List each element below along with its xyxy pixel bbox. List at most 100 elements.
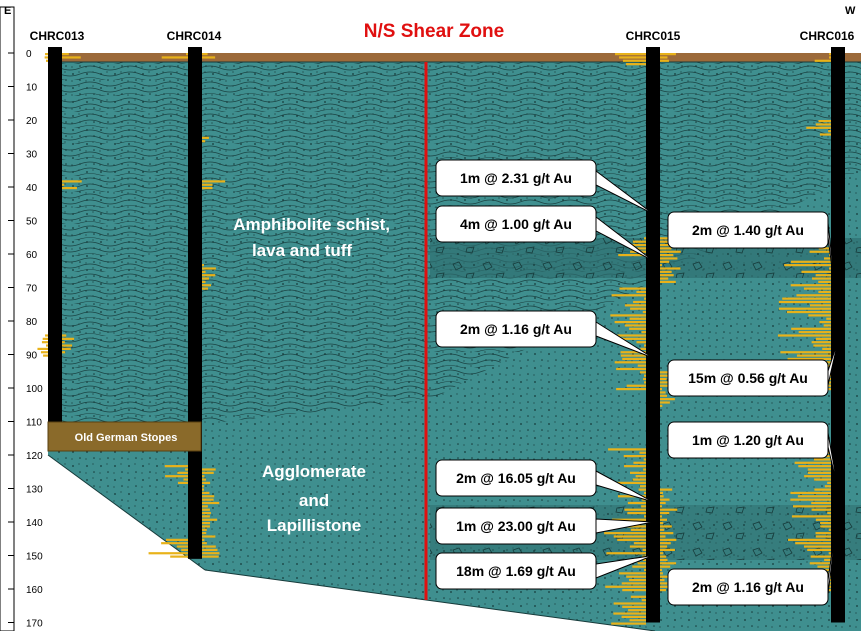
assay-bar — [819, 321, 831, 324]
assay-bar — [798, 331, 831, 334]
intercept-callout: 1m @ 1.20 g/t Au — [667, 421, 839, 489]
assay-bar — [815, 274, 831, 277]
assay-bar — [660, 264, 662, 267]
assay-bar — [629, 471, 646, 474]
assay-bar — [623, 455, 646, 458]
assay-bar — [807, 468, 831, 471]
assay-bar — [660, 589, 666, 592]
assay-bar — [202, 542, 207, 545]
assay-bar — [202, 478, 207, 481]
assay-bar — [202, 505, 208, 508]
assay-bar — [202, 545, 216, 548]
assay-bar — [613, 337, 646, 340]
assay-bar — [148, 552, 188, 555]
assay-bar — [202, 481, 211, 484]
assay-bar — [611, 622, 646, 625]
assay-bar — [202, 187, 213, 190]
assay-bar — [636, 341, 646, 344]
assay-bar — [624, 465, 646, 468]
assay-bar — [787, 357, 831, 361]
assay-bar — [632, 565, 646, 568]
assay-bar — [622, 59, 646, 62]
assay-bar — [819, 133, 831, 136]
assay-bar — [41, 341, 48, 344]
assay-bar — [791, 515, 831, 518]
assay-bar — [619, 287, 646, 290]
assay-bar — [807, 471, 831, 474]
assay-bar — [790, 260, 831, 263]
assay-bar — [633, 300, 646, 304]
intercept-callout: 2m @ 16.05 g/t Au — [435, 459, 654, 503]
depth-tick-label: 0 — [26, 49, 32, 60]
assay-bar — [202, 56, 216, 59]
depth-tick-label: 160 — [26, 585, 43, 596]
depth-tick-label: 90 — [26, 351, 38, 362]
assay-bar — [629, 327, 646, 330]
assay-bar — [660, 247, 672, 250]
assay-bar — [43, 354, 48, 357]
assay-bar — [633, 461, 646, 464]
assay-bar — [636, 290, 646, 294]
assay-bar — [46, 59, 48, 62]
assay-bar — [202, 287, 209, 290]
assay-bar — [818, 280, 831, 283]
assay-bar — [643, 458, 646, 461]
assay-bar — [62, 334, 67, 337]
agglomerate-label-2: and — [299, 491, 329, 510]
intercept-text: 15m @ 0.56 g/t Au — [688, 370, 808, 386]
assay-bar — [794, 461, 831, 464]
drillhole-chrc014 — [188, 47, 202, 559]
assay-bar — [630, 595, 646, 598]
assay-bar — [635, 475, 646, 478]
assay-bar — [202, 511, 211, 515]
amphibolite-label: Amphibolite schist, lava and tuff — [233, 215, 395, 260]
assay-bar — [640, 347, 646, 350]
callout-box — [435, 159, 597, 197]
assay-bar — [644, 515, 646, 518]
assay-bar — [638, 488, 646, 491]
assay-bar — [812, 277, 831, 280]
assay-bar — [618, 254, 646, 257]
assay-bar — [44, 56, 48, 59]
assay-bar — [804, 475, 831, 478]
assay-bar — [809, 304, 831, 307]
callout-box — [435, 552, 597, 590]
assay-bar — [809, 250, 831, 253]
assay-bar — [202, 552, 220, 555]
assay-bar — [660, 548, 675, 551]
assay-bar — [644, 237, 646, 240]
assay-bar — [202, 277, 210, 280]
assay-bar — [633, 542, 646, 545]
assay-bar — [660, 488, 673, 491]
assay-bar — [177, 481, 188, 484]
assay-bar — [177, 471, 188, 474]
assay-bar — [660, 404, 663, 407]
assay-bar — [637, 247, 646, 250]
assay-bar — [605, 585, 646, 588]
assay-bar — [642, 558, 646, 562]
assay-bar — [641, 331, 646, 334]
assay-bar — [818, 120, 831, 123]
callout-box — [667, 359, 829, 397]
assay-bar — [161, 56, 188, 59]
assay-bar — [660, 538, 677, 541]
assay-bar — [660, 381, 674, 384]
assay-bar — [660, 274, 674, 277]
assay-bar — [829, 56, 831, 59]
assay-bar — [40, 351, 48, 354]
assay-bar — [660, 384, 671, 387]
assay-bar — [660, 56, 668, 59]
assay-bar — [810, 555, 831, 558]
assay-bar — [161, 542, 188, 545]
assay-bar — [790, 498, 831, 501]
assay-bar — [660, 552, 664, 555]
assay-bar — [202, 522, 211, 525]
assay-bar — [660, 237, 675, 240]
assay-bar — [820, 522, 831, 525]
assay-bar — [803, 287, 831, 290]
assay-bar — [660, 388, 662, 391]
assay-bar — [613, 612, 646, 615]
assay-bar — [631, 243, 646, 247]
assay-bar — [619, 56, 646, 59]
